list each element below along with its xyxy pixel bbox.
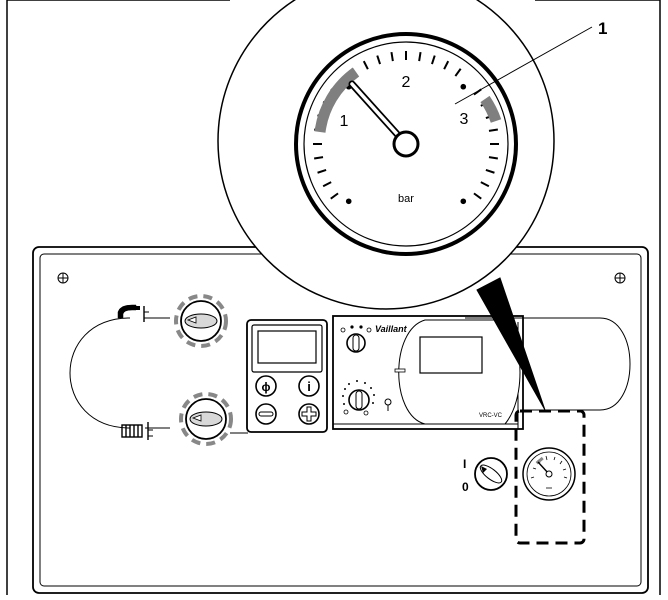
small-pressure-gauge xyxy=(522,447,576,501)
plus-button[interactable] xyxy=(298,403,320,425)
gauge-major-dot xyxy=(345,198,352,205)
module-label: VRC-VC xyxy=(479,413,503,419)
gauge-tick xyxy=(488,156,499,160)
thermometer-icon xyxy=(384,398,392,411)
gauge-max-range-arc xyxy=(480,95,502,123)
left-connector-arc xyxy=(69,317,131,429)
power-on-label: I xyxy=(463,457,466,471)
magnified-pressure-gauge xyxy=(217,0,555,310)
gauge-normal-range-arc xyxy=(314,67,360,133)
gauge-tick xyxy=(390,51,394,62)
gauge-tick xyxy=(443,60,450,70)
right-connector-track xyxy=(465,317,631,411)
gauge-tick xyxy=(454,68,462,77)
gauge-major-dot xyxy=(460,83,467,90)
brand-logo: Vaillant xyxy=(375,324,408,334)
antifreeze-button[interactable]: ɸ xyxy=(255,375,277,397)
gauge-tick xyxy=(431,55,436,65)
gauge-label-3: 3 xyxy=(460,111,469,128)
gauge-tick xyxy=(418,51,422,62)
gauge-major-dot xyxy=(460,198,467,205)
hot-water-knob[interactable] xyxy=(174,294,228,348)
gauge-tick xyxy=(322,181,332,188)
callout-number: 1 xyxy=(598,19,607,38)
temperature-scale xyxy=(342,380,375,416)
module-slider-mark xyxy=(394,368,406,373)
info-button[interactable]: i xyxy=(298,375,320,397)
gauge-tick xyxy=(313,156,324,160)
screw-right-icon xyxy=(614,272,626,284)
gauge-tick xyxy=(376,55,381,65)
gauge-tick xyxy=(488,128,499,132)
radiator-icon xyxy=(121,422,153,440)
main-power-switch[interactable] xyxy=(474,457,508,491)
minus-button[interactable] xyxy=(255,403,277,425)
mode-dots xyxy=(340,325,372,333)
gauge-tick xyxy=(317,169,327,174)
gauge-tick xyxy=(330,192,339,200)
power-off-label: 0 xyxy=(462,480,469,494)
svg-text:ɸ: ɸ xyxy=(262,380,271,394)
gauge-tick xyxy=(480,181,490,188)
module-display xyxy=(419,336,483,374)
gauge-unit: bar xyxy=(398,193,414,205)
gauge-label-1: 1 xyxy=(340,113,349,130)
outer-frame xyxy=(6,0,661,595)
gauge-tick xyxy=(362,60,369,70)
gauge-tick xyxy=(473,192,482,200)
gauge-label-2: 2 xyxy=(402,74,411,91)
gauge-highlight-box xyxy=(514,409,586,545)
temperature-knob[interactable] xyxy=(348,389,370,411)
gauge-needle xyxy=(348,80,420,158)
tap-icon xyxy=(117,304,149,322)
svg-text:i: i xyxy=(307,379,311,394)
mode-knob[interactable] xyxy=(346,333,366,353)
heating-knob[interactable] xyxy=(179,392,233,446)
control-panel: ɸ i Vaillant xyxy=(32,246,649,594)
screw-left-icon xyxy=(57,272,69,284)
gauge-tick xyxy=(485,169,495,174)
magnifier-wedge xyxy=(476,277,546,411)
callout-leader-line xyxy=(454,26,593,105)
